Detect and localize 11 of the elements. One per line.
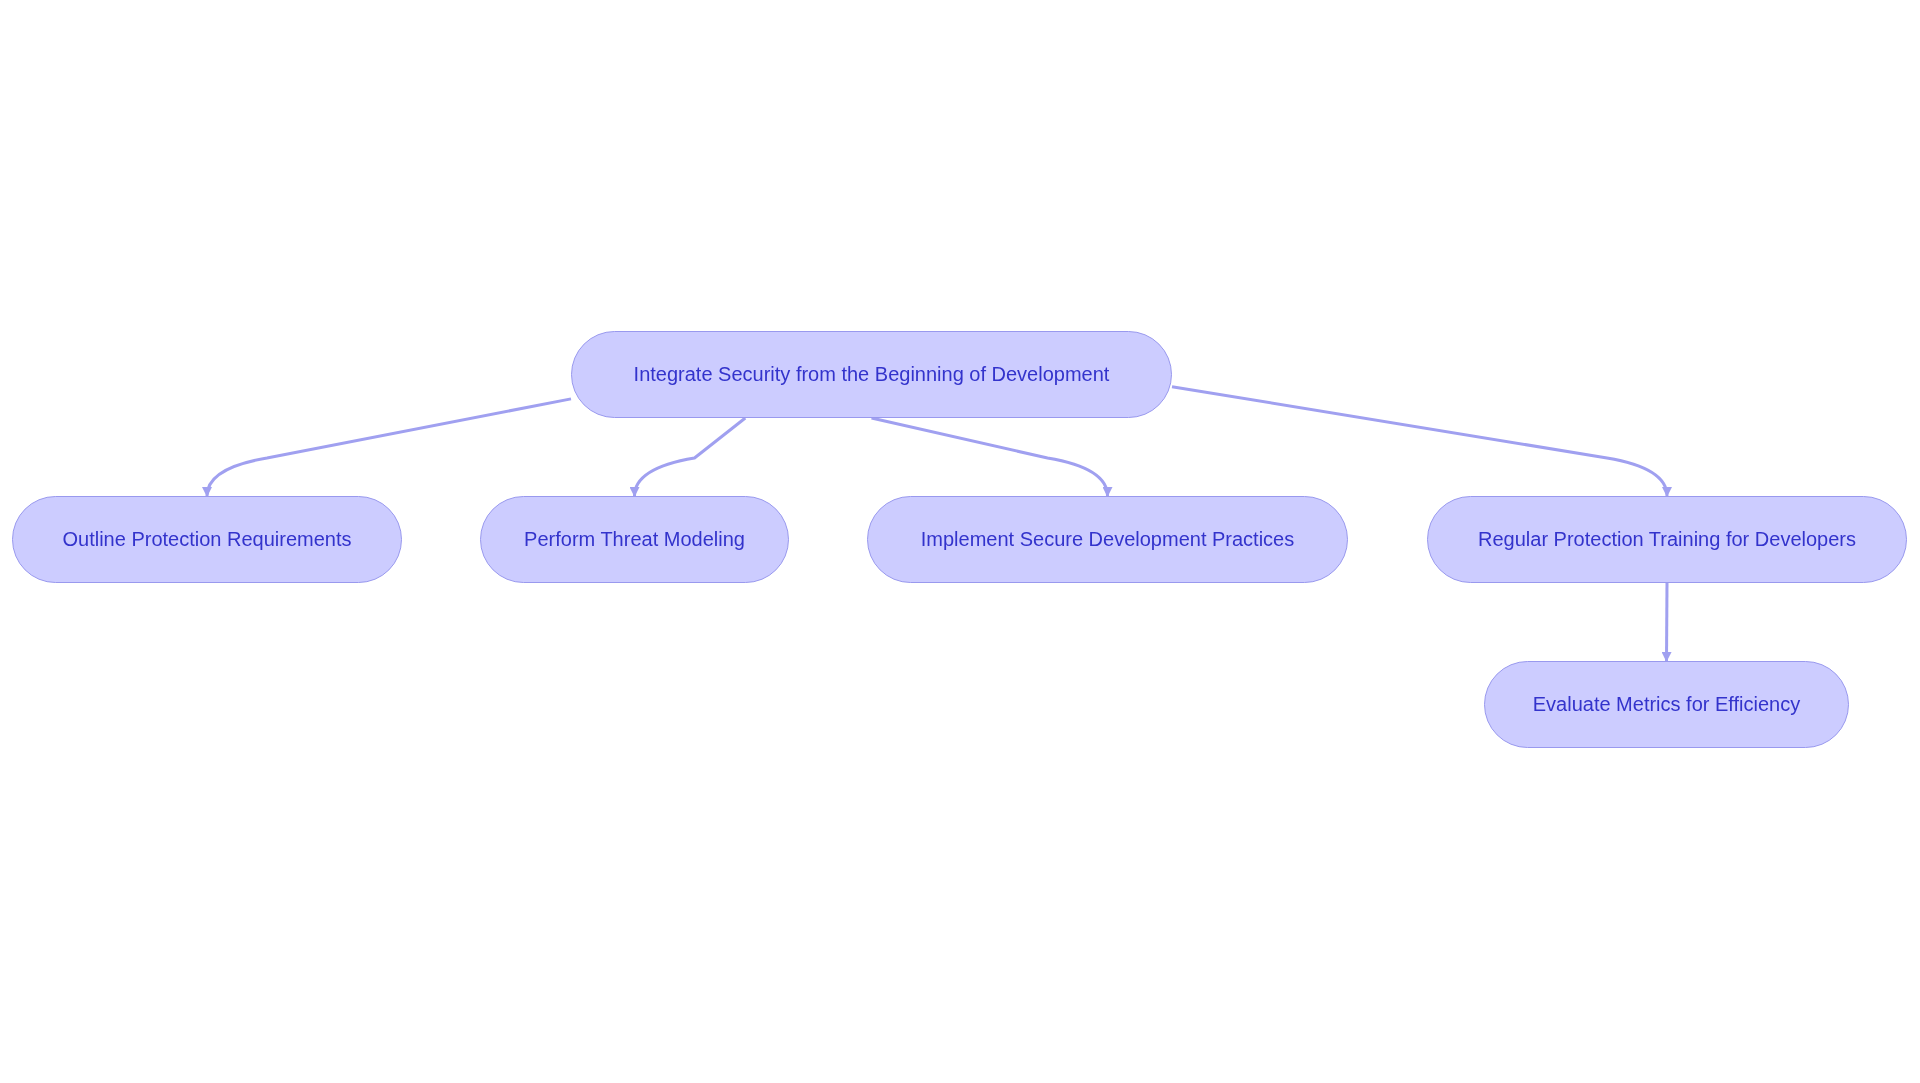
node-label: Outline Protection Requirements [62, 528, 352, 551]
node-label: Evaluate Metrics for Efficiency [1532, 693, 1801, 716]
node-label: Integrate Security from the Beginning of Development [633, 363, 1110, 386]
node-label: Implement Secure Development Practices [920, 528, 1295, 551]
arrow [1661, 583, 1672, 662]
arrow [871, 416, 1112, 497]
arrow [630, 416, 747, 497]
arrow [202, 397, 572, 497]
node-label: Regular Protection Training for Developers [1478, 528, 1856, 551]
arrow [1171, 385, 1672, 497]
node-label: Perform Threat Modeling [524, 528, 745, 551]
